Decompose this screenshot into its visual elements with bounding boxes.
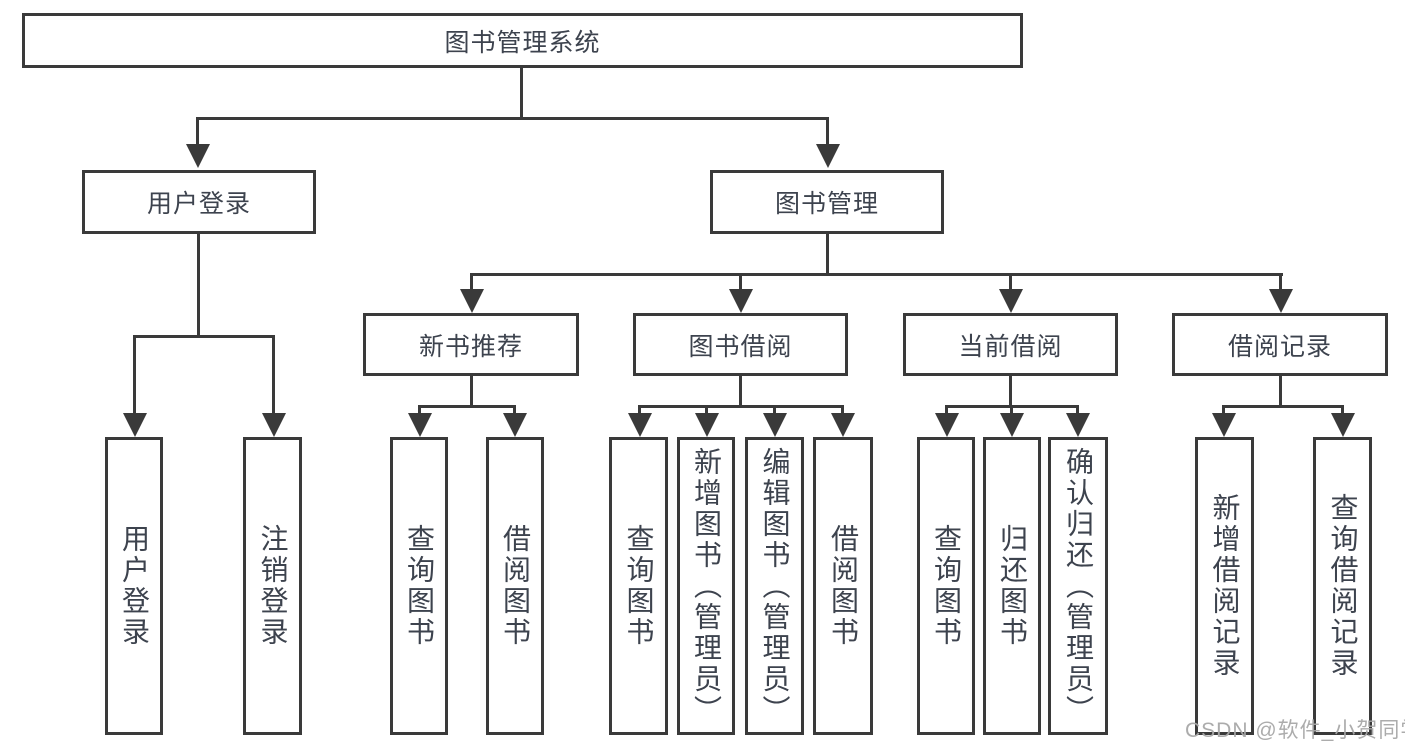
node-borrowing-records: 借阅记录 (1172, 313, 1388, 376)
leaf-cb-query-books: 查询图书 (917, 437, 975, 735)
leaf-br-query-record: 查询借阅记录 (1313, 437, 1372, 735)
connector-arrow-book-borrowing (739, 273, 742, 289)
leaf-bb-add-book-admin: 新增图书（管理员） (677, 437, 735, 735)
connector-arrow-leaf-logout (272, 335, 275, 413)
leaf-nbr-query-books: 查询图书 (390, 437, 448, 735)
connector-arrow-user-login (196, 117, 199, 144)
node-book-management: 图书管理 (710, 170, 944, 234)
connector-arrow-book-management (826, 117, 829, 144)
connector-arrow-current-borrowing (1009, 273, 1012, 289)
connector-arrow-borrowing-records (1279, 273, 1282, 289)
connector-arrow-cb-confirm (1076, 405, 1079, 413)
connector-user-login-bar (133, 335, 275, 338)
leaf-user-login: 用户登录 (105, 437, 163, 735)
connector-arrow-cb-return (1010, 405, 1013, 413)
connector-arrow-new-book-recommend (470, 273, 473, 289)
connector-br-bar (1222, 405, 1344, 408)
connector-arrow-nbr-borrow (513, 405, 516, 413)
connector-bb-stem (739, 376, 742, 408)
connector-arrow-leaf-user-login (133, 335, 136, 413)
leaf-cb-confirm-return-admin: 确认归还（管理员） (1048, 437, 1108, 735)
node-book-borrowing: 图书借阅 (633, 313, 848, 376)
node-user-login: 用户登录 (82, 170, 316, 234)
leaf-cb-return-books: 归还图书 (983, 437, 1041, 735)
connector-user-login-stem (197, 233, 200, 338)
connector-book-management-stem (826, 233, 829, 276)
connector-br-stem (1279, 376, 1282, 408)
connector-root-bar (196, 117, 829, 120)
connector-bb-bar (638, 405, 844, 408)
leaf-bb-edit-book-admin: 编辑图书（管理员） (745, 437, 804, 735)
leaf-bb-query-books: 查询图书 (609, 437, 668, 735)
node-system-root: 图书管理系统 (22, 13, 1023, 68)
leaf-br-add-record: 新增借阅记录 (1195, 437, 1254, 735)
connector-arrow-bb-add (705, 405, 708, 413)
connector-nbr-bar (418, 405, 516, 408)
node-new-book-recommend: 新书推荐 (363, 313, 579, 376)
node-current-borrowing: 当前借阅 (903, 313, 1118, 376)
connector-root-stem (520, 68, 523, 120)
leaf-logout: 注销登录 (243, 437, 302, 735)
connector-arrow-br-add (1222, 405, 1225, 413)
connector-arrow-nbr-query (418, 405, 421, 413)
connector-arrow-cb-query (945, 405, 948, 413)
connector-book-management-bar (470, 273, 1283, 276)
connector-arrow-bb-borrow (841, 405, 844, 413)
leaf-bb-borrow-books: 借阅图书 (813, 437, 873, 735)
connector-cb-stem (1009, 376, 1012, 408)
connector-arrow-bb-query (638, 405, 641, 413)
connector-nbr-stem (470, 376, 473, 408)
connector-arrow-bb-edit (773, 405, 776, 413)
connector-arrow-br-query (1341, 405, 1344, 413)
csdn-watermark: CSDN @软件_小贺同学 (1185, 719, 1405, 742)
leaf-nbr-borrow-books: 借阅图书 (486, 437, 544, 735)
